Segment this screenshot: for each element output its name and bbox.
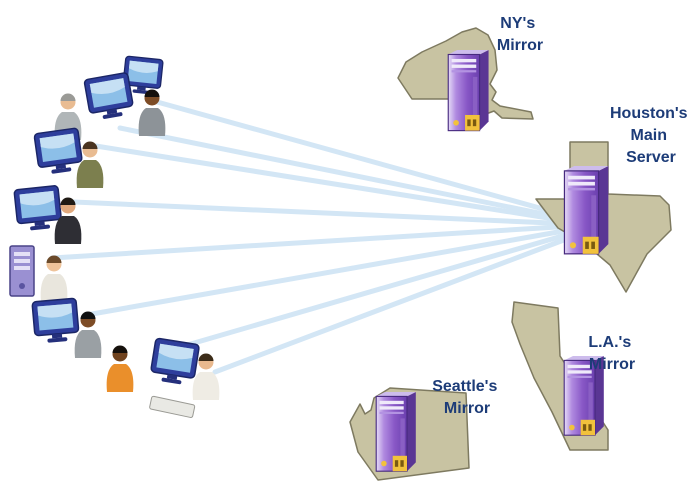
connection-beam — [49, 223, 577, 261]
connection-beam — [89, 226, 578, 317]
person-icon — [74, 311, 102, 358]
connection-beam — [212, 232, 580, 375]
computer-monitor-icon — [148, 337, 201, 388]
houston-node — [535, 141, 672, 293]
person-icon — [138, 89, 166, 136]
workstation-icon — [9, 245, 68, 302]
ny-node — [397, 27, 534, 132]
keyboard-icon — [149, 395, 196, 418]
houston-main-server-icon — [563, 165, 609, 255]
connection-beam — [117, 125, 576, 223]
person-icon — [40, 255, 68, 302]
houston-main-server-label: Houston's Main Server — [610, 105, 692, 166]
computer-monitor-icon — [13, 184, 63, 233]
connection-beam — [93, 143, 576, 225]
computer-monitor-icon — [31, 297, 81, 345]
workstation-icon — [54, 55, 166, 140]
la-node — [511, 301, 609, 451]
workstation-icon — [33, 127, 104, 188]
la-mirror-label: L.A.'s Mirror — [588, 334, 635, 373]
computer-monitor-icon — [83, 71, 136, 123]
person-icon — [106, 345, 134, 392]
workstation-icon — [106, 337, 220, 418]
workstation-icon — [31, 297, 102, 358]
connection-beam — [71, 199, 577, 227]
cpu-tower-icon — [9, 245, 35, 297]
workstation-icon — [13, 184, 82, 244]
computer-monitor-icon — [33, 127, 85, 177]
connection-beam — [147, 97, 575, 220]
client-cluster — [9, 55, 220, 418]
seattle-node — [349, 387, 470, 481]
seattle-mirror-server-icon — [375, 391, 417, 472]
seattle-mirror-label: Seattle's Mirror — [432, 378, 502, 417]
ny-mirror-server-icon — [447, 49, 490, 132]
connection-beams — [49, 97, 580, 375]
connection-beam — [167, 229, 579, 353]
ny-mirror-label: NY's Mirror — [497, 15, 543, 54]
